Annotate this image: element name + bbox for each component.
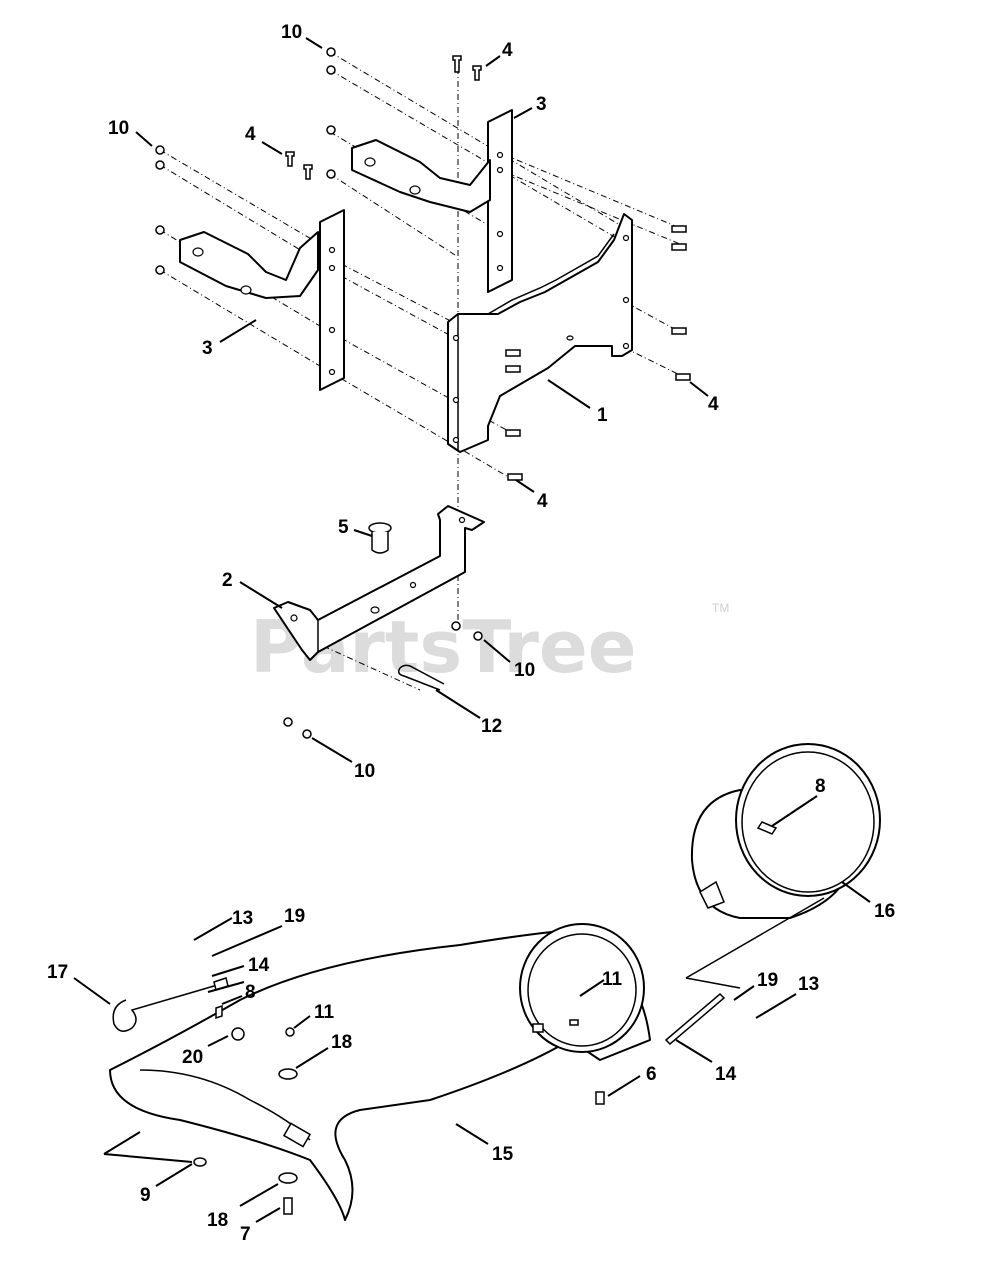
callout-6: 6 — [646, 1064, 657, 1085]
lower-bracket — [273, 505, 485, 661]
callout-4: 4 — [708, 394, 719, 415]
callout-8: 8 — [815, 776, 826, 797]
chute-hardware — [103, 897, 825, 1215]
callout-13: 13 — [232, 908, 253, 929]
callout-10: 10 — [354, 761, 375, 782]
callout-20: 20 — [182, 1047, 203, 1068]
callout-5: 5 — [338, 517, 349, 538]
callout-1: 1 — [597, 405, 608, 426]
main-chute — [109, 923, 651, 1221]
hardware — [155, 47, 691, 739]
callout-13: 13 — [798, 974, 819, 995]
callout-14: 14 — [715, 1064, 737, 1085]
callout-10: 10 — [108, 118, 129, 139]
side-bracket-rear — [351, 109, 513, 293]
callout-8: 8 — [245, 982, 256, 1003]
callout-15: 15 — [492, 1144, 514, 1165]
callout-18: 18 — [331, 1032, 352, 1053]
leader-lines — [73, 37, 871, 1223]
callout-4: 4 — [502, 40, 513, 61]
callout-10: 10 — [281, 22, 302, 43]
callout-16: 16 — [874, 901, 895, 922]
callout-4: 4 — [537, 491, 548, 512]
callout-4: 4 — [245, 124, 256, 145]
callout-17: 17 — [47, 962, 68, 983]
mounting-plate — [447, 213, 633, 453]
callout-19: 19 — [284, 906, 305, 927]
callout-labels: 10 4 3 10 4 3 1 4 4 5 2 10 12 10 8 16 13… — [47, 22, 895, 1245]
watermark-trademark: TM — [712, 601, 729, 615]
callout-7: 7 — [240, 1224, 251, 1245]
callout-14: 14 — [248, 955, 270, 976]
upper-chute-ring — [690, 743, 881, 919]
callout-3: 3 — [536, 94, 547, 115]
callout-10: 10 — [514, 660, 535, 681]
callout-11: 11 — [602, 969, 623, 990]
callout-9: 9 — [140, 1185, 151, 1206]
clevis-pin — [368, 522, 392, 554]
side-bracket-front — [179, 209, 345, 391]
callout-2: 2 — [222, 570, 233, 591]
hairpin-clip — [397, 664, 445, 691]
callout-11: 11 — [314, 1002, 335, 1023]
callout-12: 12 — [481, 716, 502, 737]
callout-19: 19 — [757, 970, 778, 991]
callout-3: 3 — [202, 338, 213, 359]
callout-18: 18 — [207, 1210, 228, 1231]
